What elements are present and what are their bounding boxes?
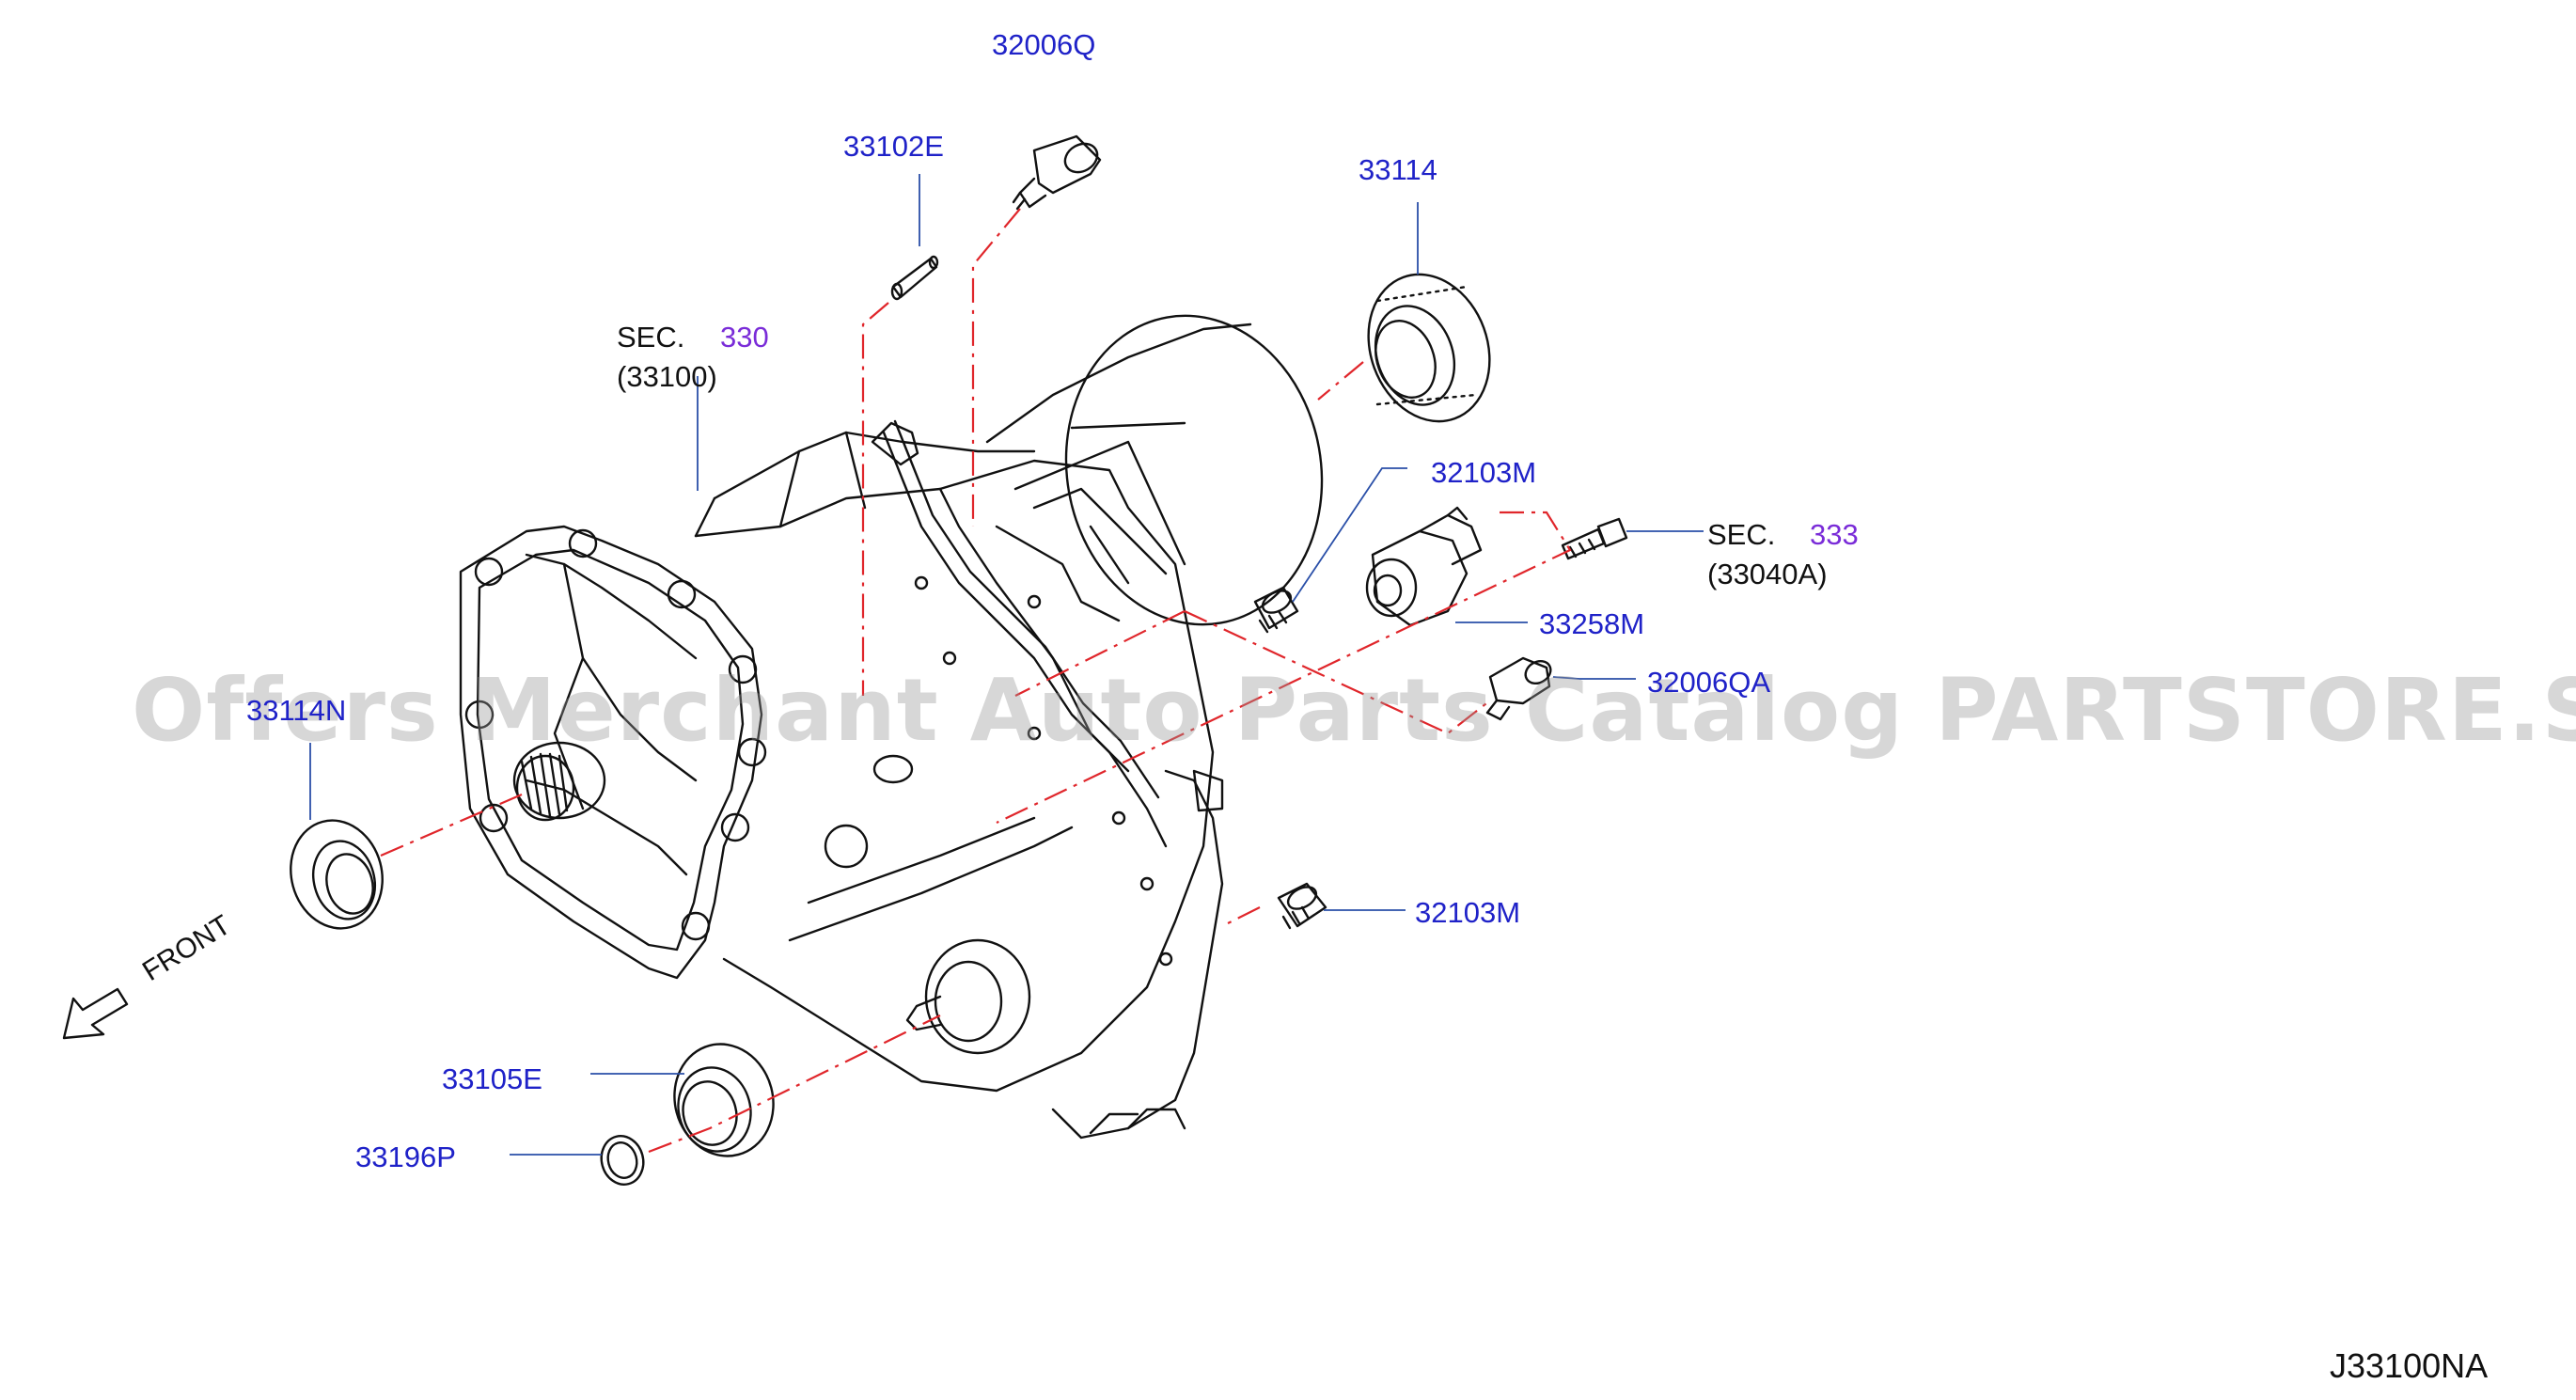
front-arrow-icon [62, 987, 129, 1040]
section-333-ref: (33040A) [1707, 558, 1828, 590]
part-32006QA-drawing [1485, 656, 1552, 721]
part-33258M-drawing [1365, 506, 1483, 627]
label-33114[interactable]: 33114 [1359, 153, 1437, 186]
part-33196P-drawing [600, 1135, 645, 1186]
part-32006Q-drawing [1012, 134, 1102, 211]
label-33105E[interactable]: 33105E [442, 1062, 542, 1095]
label-33196P[interactable]: 33196P [355, 1140, 456, 1173]
label-32103M-lower[interactable]: 32103M [1415, 896, 1521, 929]
extension-housing [985, 314, 1324, 626]
section-330-prefix: SEC. [617, 321, 685, 354]
part-33102E-drawing [890, 255, 939, 301]
diagram-code: J33100NA [2330, 1346, 2489, 1385]
label-33258M[interactable]: 33258M [1539, 607, 1645, 640]
leader-lines [309, 174, 1704, 1156]
part-32103M-lower-drawing [1277, 882, 1327, 930]
watermark: Offers Merchant Auto Parts Catalog PARTS… [132, 660, 2576, 761]
bolt-drawing [1561, 517, 1628, 560]
section-330-ref: (33100) [617, 360, 717, 393]
section-330-number[interactable]: 330 [720, 321, 769, 354]
transfer-case-housing [459, 431, 1224, 1140]
section-333-prefix: SEC. [1707, 518, 1776, 551]
part-33114N-drawing [290, 819, 384, 930]
alignment-lines [380, 208, 1572, 1154]
label-33102E[interactable]: 33102E [843, 130, 944, 163]
harness [882, 431, 1168, 848]
section-333-number[interactable]: 333 [1810, 518, 1859, 551]
label-32103M-upper[interactable]: 32103M [1431, 456, 1537, 489]
label-33114N[interactable]: 33114N [246, 694, 347, 727]
part-33114-drawing [1367, 273, 1491, 423]
part-32103M-upper-drawing [1253, 586, 1299, 634]
part-33105E-drawing [673, 1043, 775, 1157]
label-32006Q[interactable]: 32006Q [992, 28, 1096, 61]
label-32006QA[interactable]: 32006QA [1647, 666, 1770, 699]
